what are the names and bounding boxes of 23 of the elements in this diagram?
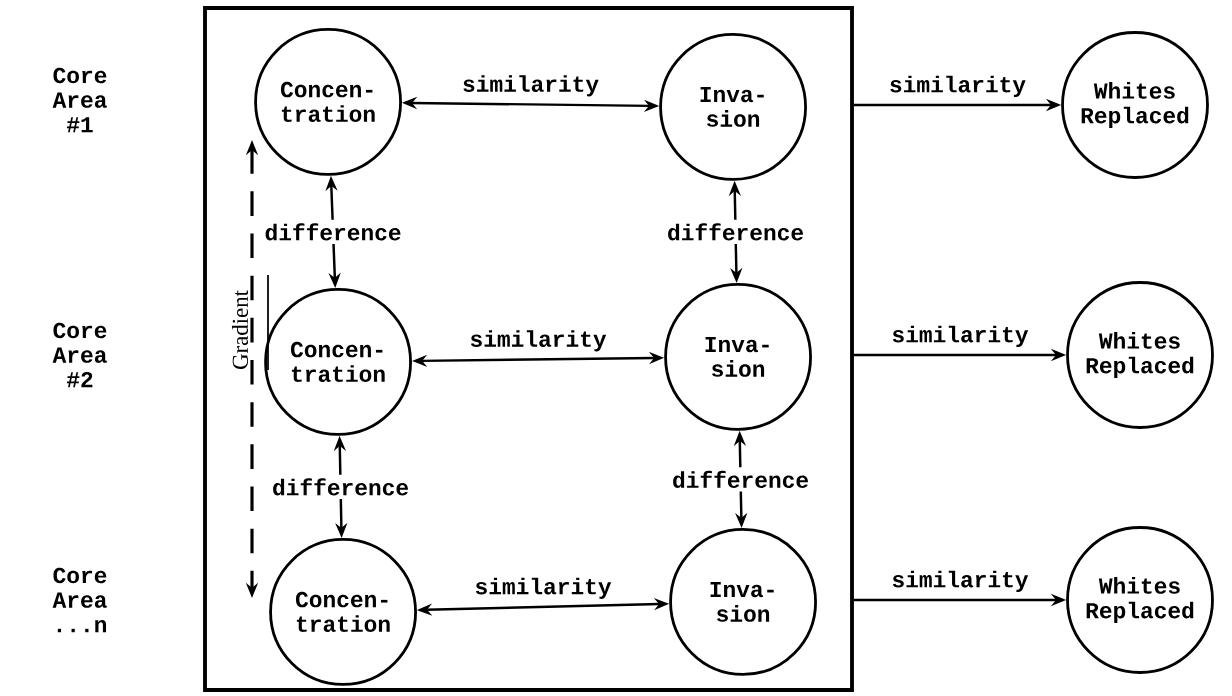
area-label: Core Area ...n — [52, 567, 107, 633]
circle-node: Inva- sion — [664, 283, 812, 431]
area-label: Core Area #1 — [52, 67, 107, 133]
circle-node: Concen- tration — [269, 538, 417, 686]
circle-node: Concen- tration — [254, 28, 402, 176]
edge-label: similarity — [892, 570, 1029, 592]
edge-label: difference — [265, 223, 401, 241]
circle-node: Whites Replaced — [1066, 281, 1214, 429]
edge-label: similarity — [890, 75, 1026, 97]
edge-label: similarity — [463, 75, 599, 97]
edge-label: similarity — [475, 577, 612, 599]
area-label: Core Area #2 — [52, 322, 107, 388]
circle-node: Inva- sion — [659, 33, 807, 181]
circle-node: Whites Replaced — [1061, 31, 1209, 179]
edge-label: similarity — [892, 325, 1029, 347]
edge-label: difference — [673, 470, 808, 488]
frame-box — [203, 6, 854, 692]
edge-label: similarity — [470, 330, 607, 352]
circle-node: Inva- sion — [669, 528, 817, 676]
circle-node: Whites Replaced — [1066, 526, 1214, 674]
circle-node: Concen- tration — [264, 288, 412, 436]
edge-label: difference — [273, 478, 408, 496]
edge-label: difference — [668, 223, 803, 241]
